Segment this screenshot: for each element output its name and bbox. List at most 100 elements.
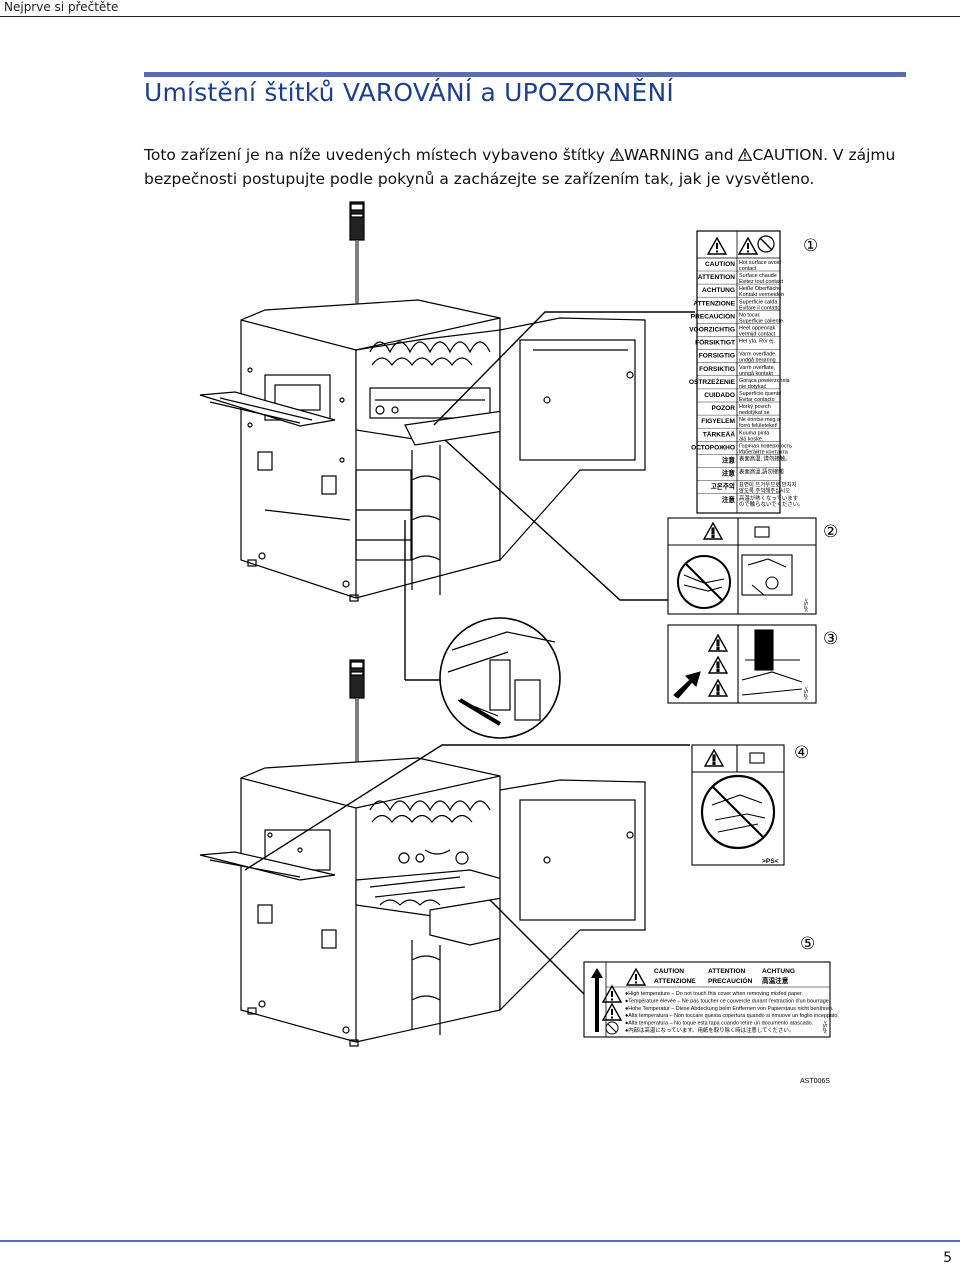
- label1-text-11-1: nedotýkat se: [739, 410, 770, 416]
- label1-lang-12: FIGYELEM: [701, 418, 735, 425]
- label1-lang-9: OSTRZEŻENIE: [689, 378, 736, 386]
- label1-text-1-1: Évitez tout contact: [739, 278, 784, 285]
- label5-header-1-0: ATTENZIONE: [654, 978, 696, 985]
- label5-header-0-1: ATTENTION: [708, 968, 745, 975]
- label-3-high-temperature-caution: [667, 624, 817, 704]
- label1-text-6-0: Het yta. Rör ej.: [739, 339, 775, 345]
- label1-lang-6: FÖRSIKTIGT: [695, 338, 735, 347]
- label1-lang-10: CUIDADO: [704, 392, 735, 399]
- label1-text-8-1: unngå kontakt: [739, 370, 773, 377]
- header-rule: [0, 16, 960, 17]
- label5-header-0-0: CAUTION: [654, 968, 684, 975]
- label5-line-3: ●Alta temperatura – Non toccare questa c…: [625, 1013, 839, 1019]
- running-head: Nejprve si přečtěte: [4, 0, 119, 14]
- label1-text-17-0: 표면이 뜨거우므로 만지지: [739, 481, 797, 489]
- label1-text-7-0: Varm overflade,: [739, 352, 777, 358]
- label1-text-18-0: 高温が熱くなっています: [739, 494, 798, 502]
- label1-text-14-0: Горячая поверхность: [739, 443, 792, 449]
- warning-word: WARNING: [623, 146, 700, 164]
- label1-text-12-1: forró felületeket!: [739, 423, 778, 429]
- callout-1: ①: [803, 236, 818, 256]
- pse-mark-5: >PS<: [823, 1021, 829, 1035]
- label5-line-4: ●Alta temperatura – No toque esta tapa c…: [625, 1021, 813, 1027]
- and-word: and: [699, 146, 739, 164]
- label1-lang-5: VOORZICHTIG: [689, 327, 735, 334]
- label5-line-5: ●内部は高温になっています。用紙を取り除く時は注意してください。: [625, 1026, 794, 1034]
- label1-text-4-1: Superficie caliente.: [739, 318, 785, 324]
- page-number: 5: [943, 1250, 952, 1266]
- label1-text-0-1: contact: [739, 266, 757, 272]
- machine-upper-drawing: [199, 200, 646, 602]
- footer-rule: [0, 1240, 960, 1242]
- callout-2: ②: [823, 522, 838, 542]
- pse-mark-2: >PS<: [804, 599, 810, 613]
- label1-text-13-0: Kuuma pinta: [739, 430, 769, 436]
- label1-lang-4: PRECAUCIÓN: [691, 311, 736, 320]
- label1-lang-11: POZOR: [712, 405, 736, 412]
- label1-text-4-0: No tocar.: [739, 312, 761, 318]
- label1-text-9-0: Gorąca powierzchnia: [739, 378, 790, 384]
- label1-text-18-1: ので触らないでください。: [739, 500, 804, 508]
- pse-mark-3: >PS<: [804, 687, 810, 701]
- label1-text-3-1: Evitare il contatto: [739, 305, 780, 311]
- label1-text-2-1: Kontakt vermeiden: [739, 292, 784, 298]
- label5-line-1: ●Température élevée – Ne pas toucher ce …: [625, 998, 830, 1004]
- label1-lang-16: 注意: [722, 469, 736, 478]
- pse-mark-4: >PS<: [762, 858, 779, 865]
- label-4-bypass-tray-caution: [691, 744, 785, 866]
- label1-text-1-0: Surface chaude: [739, 273, 777, 279]
- label1-text-5-0: Heet oppervlak: [739, 326, 776, 332]
- label1-text-8-0: Varm overflate,: [739, 365, 776, 371]
- label-1-multilingual-caution: CAUTION Hot surface avoidcontactATTENTION…: [689, 230, 804, 514]
- detail-magnifier-circle: [439, 617, 561, 739]
- figure-code: AST006S: [800, 1078, 830, 1085]
- caution-word: CAUTION: [752, 146, 824, 164]
- label5-line-2: ●Hohe Temperatur – Diese Abdeckung beim …: [625, 1006, 833, 1012]
- label1-lang-8: FORSIKTIG: [699, 366, 735, 373]
- label1-text-5-1: vermijd contact: [739, 332, 776, 338]
- label1-lang-13: TÄRKEÄÄ: [703, 430, 735, 438]
- label1-text-0-0: Hot surface avoid: [739, 260, 781, 266]
- caution-triangle-icon: [738, 148, 753, 161]
- label-5-high-temperature-cover: CAUTION ATTENTION ACHTUNG ATTENZIONE PRECAUC…: [583, 961, 839, 1038]
- machine-lower-drawing: [199, 658, 646, 1047]
- label1-text-3-0: Superficie calda: [739, 299, 777, 305]
- label1-text-16-0: 表面高溫,請勿接觸: [739, 468, 784, 476]
- label5-line-0: ●High temperature – Do not touch this co…: [625, 991, 803, 997]
- label-location-figure: CAUTION Hot surface avoidcontactATTENTION…: [199, 200, 839, 1085]
- warning-triangle-icon: [609, 148, 624, 161]
- label1-text-11-0: Horký povrch: [739, 404, 771, 410]
- label1-lang-1: ATTENTION: [698, 274, 735, 281]
- label1-lang-2: ACHTUNG: [702, 287, 735, 294]
- callout-5: ⑤: [800, 934, 815, 954]
- label1-text-15-0: 表面高温, 请勿接触。: [739, 455, 791, 463]
- label1-lang-18: 注意: [722, 495, 736, 504]
- label1-text-7-1: undgå berøring: [739, 357, 776, 364]
- label1-lang-7: FORSIGTIG: [699, 353, 735, 360]
- title-rule: [144, 72, 906, 77]
- leader-lines-upper: [404, 311, 695, 681]
- label5-header-1-1: PRECAUCIÓN: [708, 976, 753, 985]
- label1-lang-3: ATTENZIONE: [693, 300, 735, 307]
- intro-text-part2: . V zájmu bezpečnosti postupujte podle p…: [144, 146, 896, 188]
- label1-lang-15: 注意: [722, 456, 736, 465]
- label1-text-17-1: 않도록 주의해주십시오: [739, 487, 790, 495]
- label5-header-1-2: 高温注意: [762, 976, 789, 985]
- intro-paragraph: Toto zařízení je na níže uvedených míste…: [144, 143, 914, 191]
- label5-header-0-2: ACHTUNG: [762, 968, 795, 975]
- label1-lang-17: 고온주의: [711, 482, 735, 491]
- label1-text-9-1: nie dotykać: [739, 384, 767, 390]
- label1-text-12-0: Ne érintse meg a: [739, 417, 780, 423]
- label1-text-10-1: Evitar contacto: [739, 397, 775, 403]
- label1-text-10-0: Superfície quente: [739, 391, 781, 397]
- page-title: Umístění štítků VAROVÁNÍ a UPOZORNĚNÍ: [144, 78, 674, 107]
- label1-lang-14: ОСТОРОЖНО: [691, 444, 735, 451]
- label-2-paper-exit-caution: [667, 517, 817, 615]
- callout-4: ④: [794, 743, 809, 763]
- label1-text-13-1: älä koske.: [739, 436, 763, 442]
- label1-text-14-1: Избегайте контакта: [739, 448, 788, 455]
- label1-lang-0: CAUTION: [705, 261, 735, 268]
- intro-text-part1: Toto zařízení je na níže uvedených míste…: [144, 146, 610, 164]
- callout-3: ③: [823, 629, 838, 649]
- label1-text-2-0: Heiße Oberfläche: [739, 286, 781, 292]
